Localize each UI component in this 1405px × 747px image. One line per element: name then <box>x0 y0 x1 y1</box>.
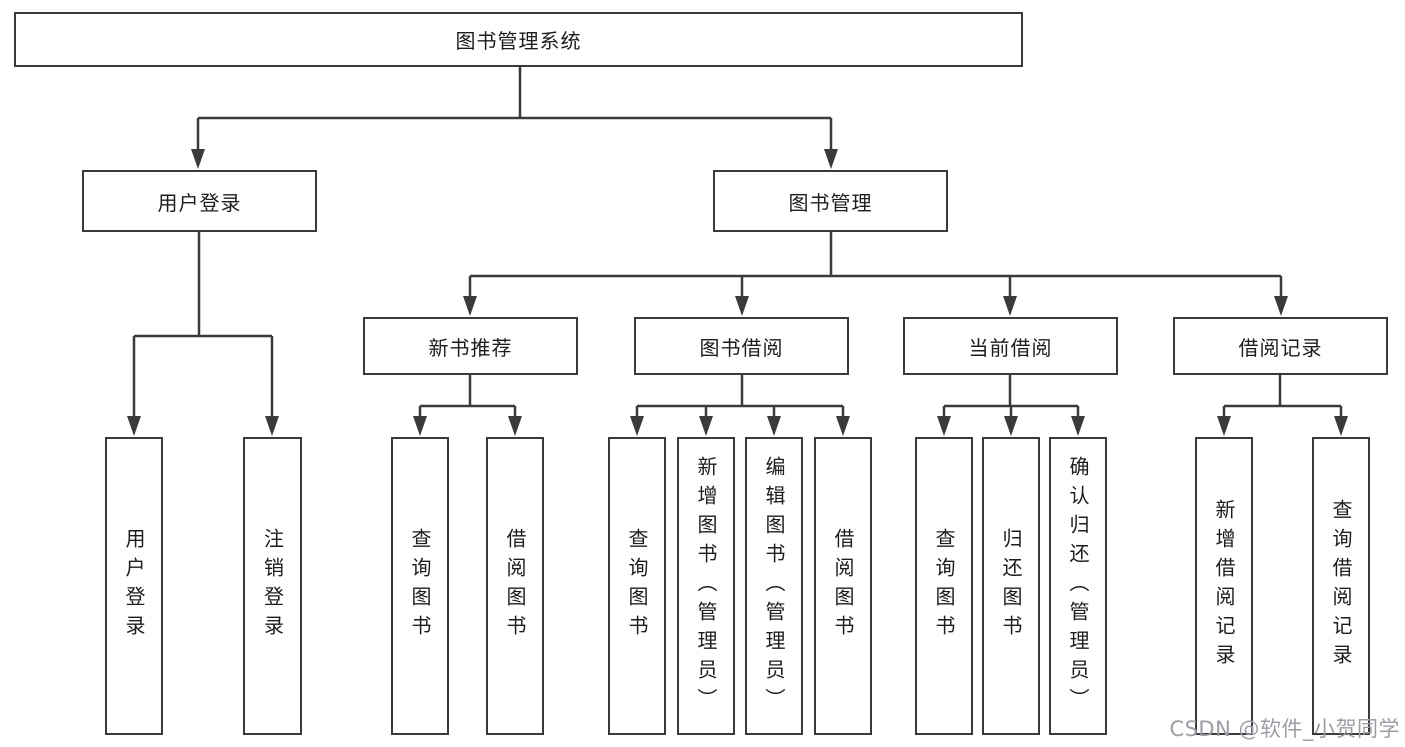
node-book-management-branch: 图书管理 <box>713 170 948 232</box>
leaf-add-books-admin: 新增图书（管理员） <box>677 437 735 735</box>
node-label: 注销登录 <box>260 528 285 644</box>
node-label: 确认归还（管理员） <box>1066 455 1090 717</box>
leaf-add-borrow-record: 新增借阅记录 <box>1195 437 1253 735</box>
leaf-query-borrow-record: 查询借阅记录 <box>1312 437 1370 735</box>
leaf-query-books-current: 查询图书 <box>915 437 973 735</box>
node-label: 用户登录 <box>122 528 146 644</box>
node-user-login-branch: 用户登录 <box>82 170 317 232</box>
leaf-user-login: 用户登录 <box>105 437 163 735</box>
node-label: 借阅记录 <box>1238 335 1323 360</box>
leaf-query-books-borrowing: 查询图书 <box>608 437 666 735</box>
node-label: 借阅图书 <box>503 528 527 644</box>
node-label: 查询图书 <box>625 528 649 644</box>
leaf-return-books: 归还图书 <box>982 437 1040 735</box>
node-label: 编辑图书（管理员） <box>762 455 786 717</box>
node-current-borrowing: 当前借阅 <box>903 317 1118 375</box>
node-new-book-recommend: 新书推荐 <box>363 317 578 375</box>
node-label: 图书借阅 <box>699 335 784 360</box>
csdn-watermark: CSDN @软件_小贺同学 <box>1169 717 1400 741</box>
node-library-management-system: 图书管理系统 <box>14 12 1023 67</box>
node-book-borrowing: 图书借阅 <box>634 317 849 375</box>
node-label: 当前借阅 <box>968 335 1053 360</box>
node-label: 图书管理系统 <box>455 29 582 53</box>
leaf-borrow-books: 借阅图书 <box>814 437 872 735</box>
node-label: 查询图书 <box>932 528 956 644</box>
node-label: 归还图书 <box>999 528 1023 644</box>
node-label: 借阅图书 <box>831 528 855 644</box>
node-borrowing-records: 借阅记录 <box>1173 317 1388 375</box>
leaf-borrow-books-recommend: 借阅图书 <box>486 437 544 735</box>
node-label: 新增图书（管理员） <box>694 455 718 717</box>
node-label: 用户登录 <box>157 190 242 215</box>
leaf-confirm-return-admin: 确认归还（管理员） <box>1049 437 1107 735</box>
node-label: 新书推荐 <box>428 335 513 360</box>
node-label: 查询借阅记录 <box>1329 499 1353 673</box>
node-label: 新增借阅记录 <box>1212 499 1236 673</box>
leaf-query-books-recommend: 查询图书 <box>391 437 449 735</box>
node-label: 查询图书 <box>408 528 432 644</box>
leaf-logout: 注销登录 <box>243 437 302 735</box>
leaf-edit-books-admin: 编辑图书（管理员） <box>745 437 803 735</box>
node-label: 图书管理 <box>788 190 873 215</box>
